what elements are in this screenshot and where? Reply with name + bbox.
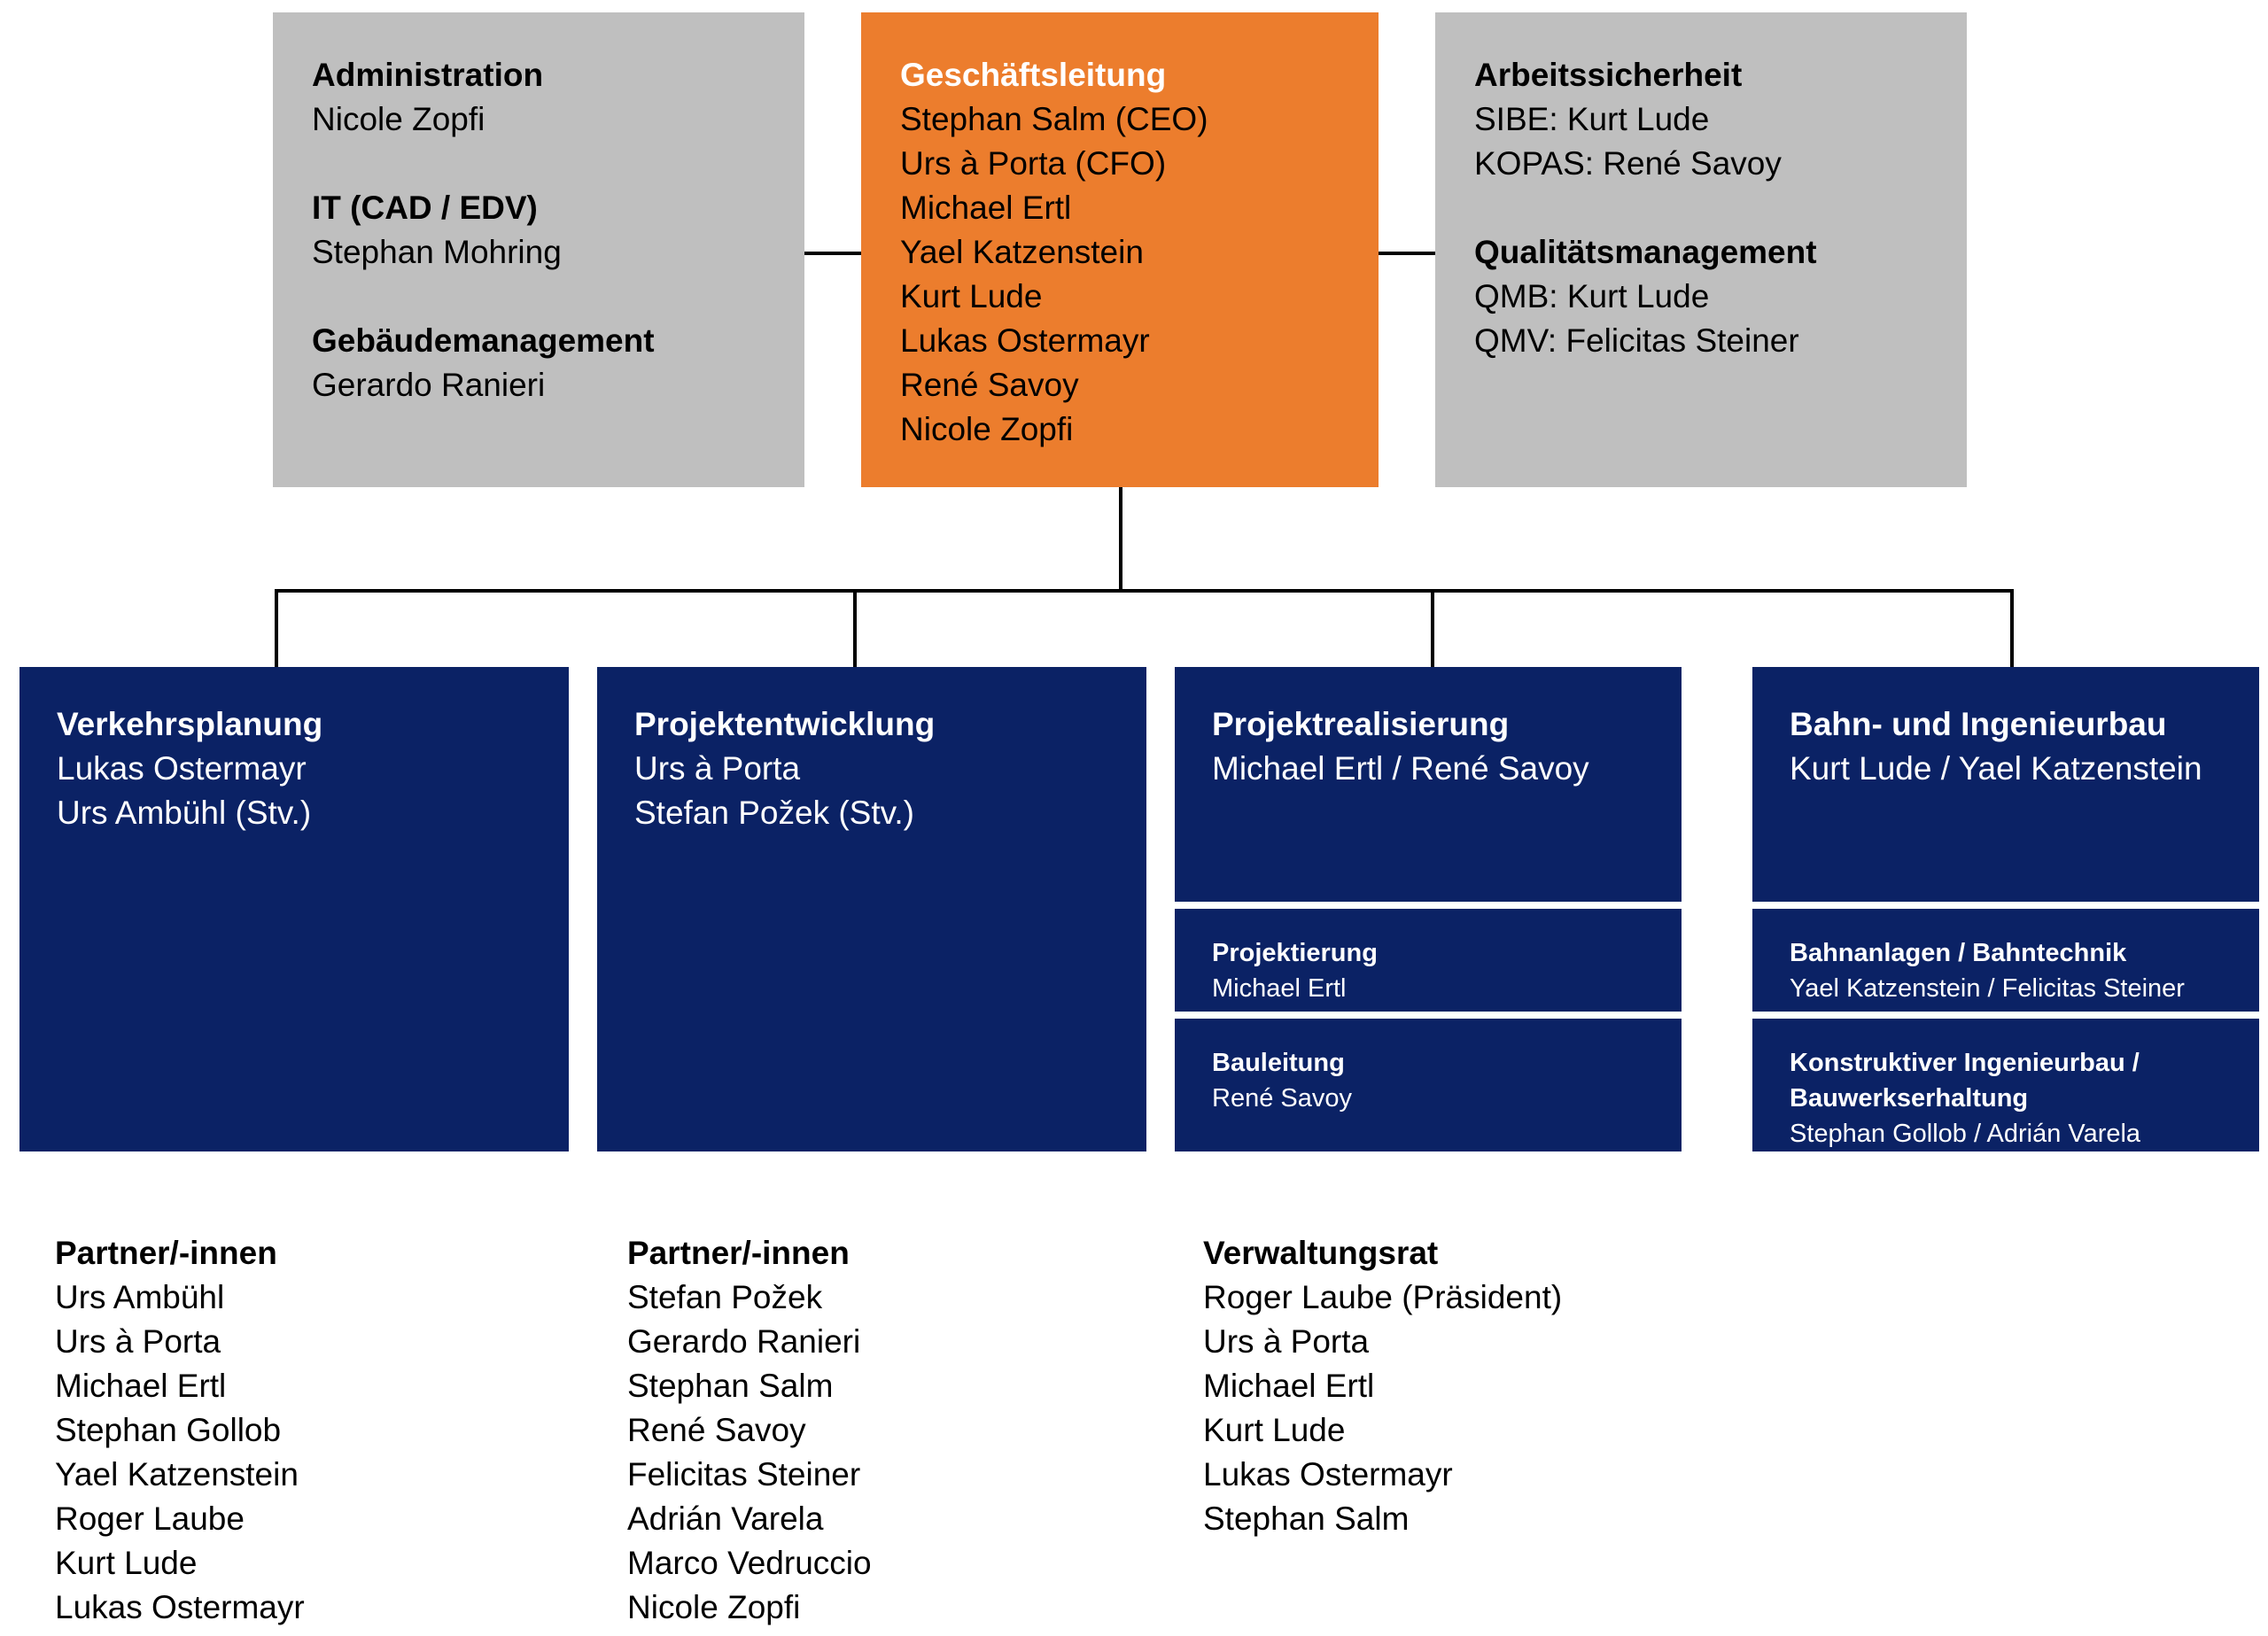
subunit-member: Stephan Gollob / Adrián Varela	[1790, 1120, 2141, 1148]
connector-left-staff	[801, 252, 865, 255]
list-item: Kurt Lude	[1203, 1412, 1346, 1448]
member-row: Michael Ertl	[900, 190, 1072, 226]
division-member: Urs à Porta	[634, 750, 801, 787]
list-item: Roger Laube (Präsident)	[1203, 1279, 1563, 1315]
division-member: Kurt Lude / Yael Katzenstein	[1790, 750, 2202, 787]
list-item: Stefan Požek	[627, 1279, 823, 1315]
list-item: Lukas Ostermayr	[55, 1589, 305, 1625]
group-spacer	[1474, 186, 1928, 230]
list-item: Michael Ertl	[55, 1368, 227, 1404]
list-item: Stephan Salm	[1203, 1500, 1410, 1537]
group-member: SIBE: Kurt Lude	[1474, 101, 1710, 137]
list-partner-innen-1: Partner/-innen Urs Ambühl Urs à Porta Mi…	[55, 1231, 604, 1630]
member-row: Nicole Zopfi	[900, 411, 1074, 447]
member-row: Urs à Porta (CFO)	[900, 145, 1167, 182]
connector-drop-projektentwicklung	[853, 589, 857, 671]
subunit-box-projektierung: Projektierung Michael Ertl	[1175, 909, 1682, 1012]
list-title: Partner/-innen	[627, 1235, 850, 1271]
connector-center-stem	[1119, 487, 1122, 592]
list-item: Kurt Lude	[55, 1545, 198, 1581]
group-member: Gerardo Ranieri	[312, 367, 546, 403]
subunit-member: Michael Ertl	[1212, 974, 1347, 1003]
list-item: Nicole Zopfi	[627, 1589, 801, 1625]
member-row: Yael Katzenstein	[900, 234, 1144, 270]
list-item: Yael Katzenstein	[55, 1456, 299, 1493]
group-member: QMB: Kurt Lude	[1474, 278, 1710, 314]
division-member: Urs Ambühl (Stv.)	[57, 795, 312, 831]
list-item: Stephan Salm	[627, 1368, 834, 1404]
division-box-projektentwicklung: Projektentwicklung Urs à Porta Stefan Po…	[597, 667, 1146, 1151]
member-row: Lukas Ostermayr	[900, 322, 1150, 359]
list-item: Gerardo Ranieri	[627, 1323, 861, 1360]
subunit-box-bauleitung: Bauleitung René Savoy	[1175, 1019, 1682, 1151]
subunit-title: Bahnanlagen / Bahntechnik	[1790, 939, 2127, 967]
subunit-box-konstruktiver-ingenieurbau: Konstruktiver Ingenieurbau / Bauwerkserh…	[1752, 1019, 2259, 1151]
division-member: Stefan Požek (Stv.)	[634, 795, 914, 831]
division-title: Verkehrsplanung	[57, 706, 323, 742]
list-item: Urs à Porta	[55, 1323, 221, 1360]
list-verwaltungsrat: Verwaltungsrat Roger Laube (Präsident) U…	[1203, 1231, 1823, 1541]
list-title: Verwaltungsrat	[1203, 1235, 1439, 1271]
division-title: Bahn- und Ingenieurbau	[1790, 706, 2167, 742]
box-title-geschaeftsleitung: Geschäftsleitung	[900, 57, 1167, 93]
group-title-qualitaetsmanagement: Qualitätsmanagement	[1474, 234, 1817, 270]
group-member: KOPAS: René Savoy	[1474, 145, 1782, 182]
connector-drop-verkehrsplanung	[275, 589, 278, 671]
member-row: Kurt Lude	[900, 278, 1043, 314]
list-item: Urs Ambühl	[55, 1279, 225, 1315]
list-item: Lukas Ostermayr	[1203, 1456, 1453, 1493]
group-spacer	[312, 142, 765, 186]
group-title-it: IT (CAD / EDV)	[312, 190, 538, 226]
list-item: Roger Laube	[55, 1500, 245, 1537]
list-item: Adrián Varela	[627, 1500, 824, 1537]
list-item: Marco Vedruccio	[627, 1545, 872, 1581]
connector-right-staff	[1377, 252, 1437, 255]
subunit-title: Bauleitung	[1212, 1049, 1345, 1077]
list-item: Urs à Porta	[1203, 1323, 1370, 1360]
staff-box-left: Administration Nicole Zopfi IT (CAD / ED…	[273, 12, 804, 487]
list-title: Partner/-innen	[55, 1235, 277, 1271]
division-box-projektrealisierung: Projektrealisierung Michael Ertl / René …	[1175, 667, 1682, 902]
subunit-member: Yael Katzenstein / Felicitas Steiner	[1790, 974, 2185, 1003]
staff-box-right: Arbeitssicherheit SIBE: Kurt Lude KOPAS:…	[1435, 12, 1967, 487]
subunit-member: René Savoy	[1212, 1084, 1352, 1113]
group-member: QMV: Felicitas Steiner	[1474, 322, 1799, 359]
connector-drop-bahnbau	[2010, 589, 2014, 671]
member-row: Stephan Salm (CEO)	[900, 101, 1208, 137]
group-title-gebaeudemanagement: Gebäudemanagement	[312, 322, 655, 359]
group-spacer	[312, 275, 765, 319]
list-item: Stephan Gollob	[55, 1412, 282, 1448]
group-title-arbeitssicherheit: Arbeitssicherheit	[1474, 57, 1743, 93]
member-row: René Savoy	[900, 367, 1079, 403]
list-item: René Savoy	[627, 1412, 806, 1448]
group-member: Stephan Mohring	[312, 234, 562, 270]
connector-horizontal-bus	[275, 589, 2014, 593]
subunit-title: Konstruktiver Ingenieurbau / Bauwerkserh…	[1790, 1049, 2140, 1113]
division-title: Projektentwicklung	[634, 706, 936, 742]
list-item: Felicitas Steiner	[627, 1456, 861, 1493]
division-member: Lukas Ostermayr	[57, 750, 307, 787]
division-title: Projektrealisierung	[1212, 706, 1510, 742]
division-box-bahn-und-ingenieurbau: Bahn- und Ingenieurbau Kurt Lude / Yael …	[1752, 667, 2259, 902]
division-box-verkehrsplanung: Verkehrsplanung Lukas Ostermayr Urs Ambü…	[19, 667, 569, 1151]
connector-drop-projektrealisierung	[1431, 589, 1434, 671]
division-member: Michael Ertl / René Savoy	[1212, 750, 1589, 787]
group-title-administration: Administration	[312, 57, 544, 93]
group-member: Nicole Zopfi	[312, 101, 485, 137]
management-box-center: Geschäftsleitung Stephan Salm (CEO) Urs …	[861, 12, 1379, 487]
list-item: Michael Ertl	[1203, 1368, 1375, 1404]
subunit-box-bahnanlagen-bahntechnik: Bahnanlagen / Bahntechnik Yael Katzenste…	[1752, 909, 2259, 1012]
list-partner-innen-2: Partner/-innen Stefan Požek Gerardo Rani…	[627, 1231, 1177, 1630]
subunit-title: Projektierung	[1212, 939, 1378, 967]
